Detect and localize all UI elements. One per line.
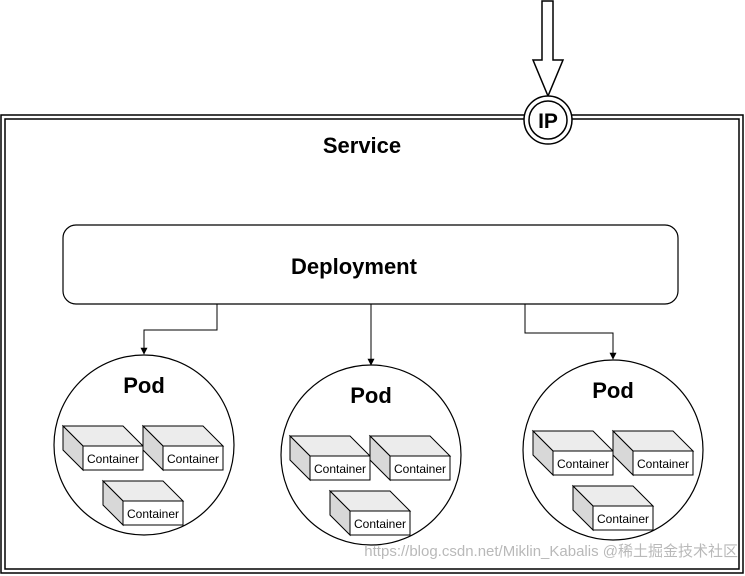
- connector-pod-1: [140, 304, 218, 355]
- deployment-title: Deployment: [291, 254, 418, 279]
- container-label: Container: [557, 457, 609, 471]
- pod-1: Pod Container Container Container: [53, 354, 235, 536]
- container-box: [611, 429, 695, 477]
- watermark-text: https://blog.csdn.net/Miklin_Kabalis @稀土…: [364, 543, 738, 560]
- service-title: Service: [323, 133, 401, 158]
- container-box: [61, 424, 145, 472]
- pod-title: Pod: [592, 378, 634, 403]
- container-label: Container: [167, 452, 219, 466]
- container-label: Container: [394, 462, 446, 476]
- incoming-traffic-arrow: [531, 0, 565, 98]
- container-box: [288, 434, 372, 482]
- container-box: [328, 489, 412, 537]
- container-label: Container: [597, 512, 649, 526]
- service-box: [0, 114, 744, 574]
- container-label: Container: [354, 517, 406, 531]
- pod-3: Pod Container Container Container: [522, 359, 704, 541]
- container-box: [101, 479, 185, 527]
- pod-2: Pod Container Container Container: [280, 364, 462, 546]
- ip-label: IP: [538, 110, 558, 133]
- container-label: Container: [637, 457, 689, 471]
- container-box: [141, 424, 225, 472]
- container-label: Container: [314, 462, 366, 476]
- container-box: [571, 484, 655, 532]
- connector-pod-3: [524, 304, 617, 360]
- pod-title: Pod: [350, 383, 392, 408]
- container-label: Container: [87, 452, 139, 466]
- pod-title: Pod: [123, 373, 165, 398]
- container-label: Container: [127, 507, 179, 521]
- container-box: [531, 429, 615, 477]
- container-box: [368, 434, 452, 482]
- ip-endpoint: [523, 95, 573, 145]
